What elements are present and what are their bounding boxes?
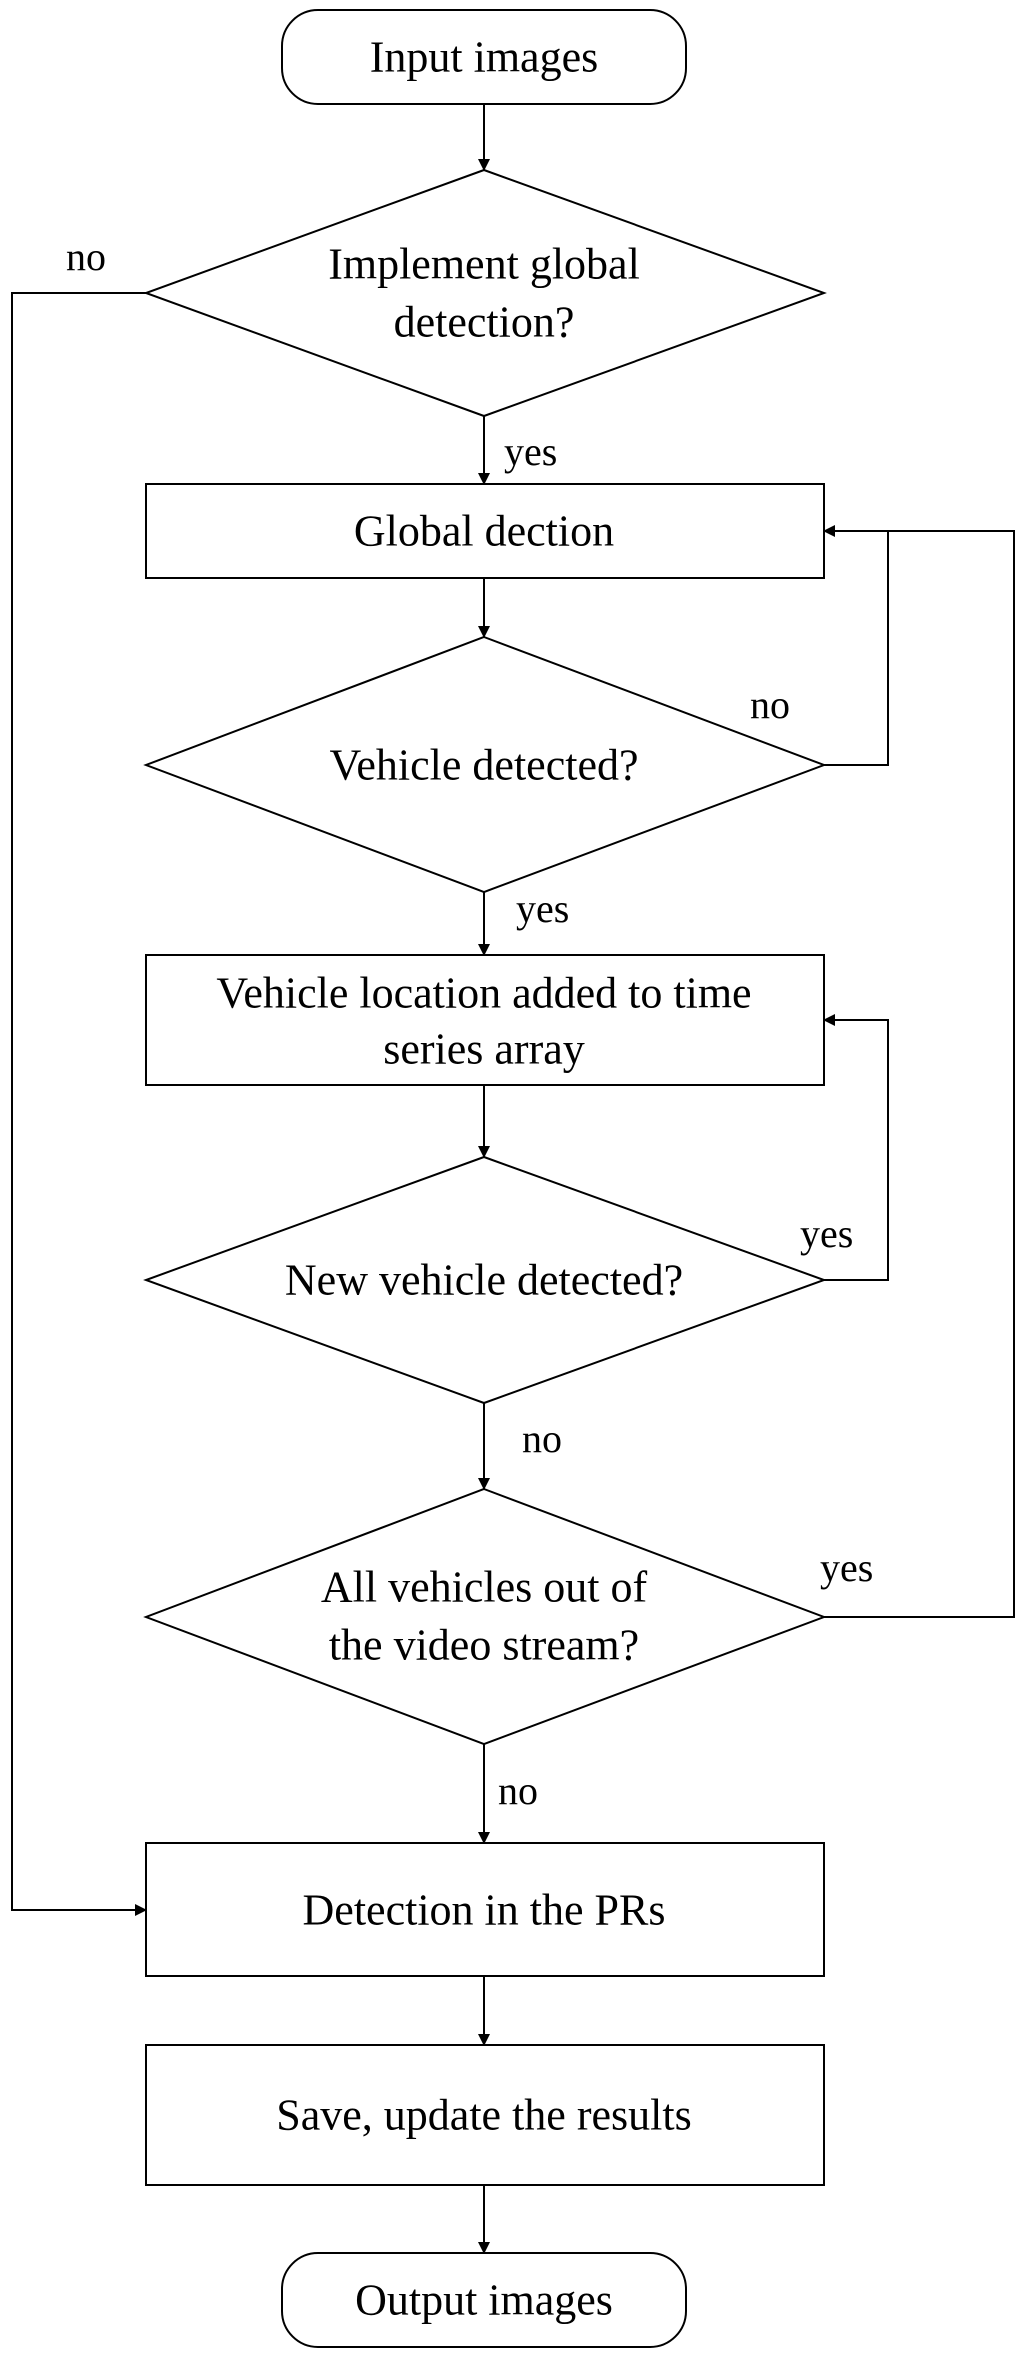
node-all-vehicles-label-line1: All vehicles out of bbox=[321, 1563, 648, 1612]
node-all-vehicles-label-line2: the video stream? bbox=[329, 1621, 639, 1670]
edge-label-global-yes: yes bbox=[504, 429, 557, 474]
node-implement-global-decision: Implement global detection? bbox=[143, 168, 827, 418]
node-output-images: Output images bbox=[281, 2252, 687, 2348]
edge-label-all-vehicles-no: no bbox=[498, 1768, 538, 1813]
node-save-results: Save, update the results bbox=[145, 2044, 825, 2186]
edge-label-new-vehicle-no: no bbox=[522, 1416, 562, 1461]
node-input-images-label: Input images bbox=[370, 33, 599, 82]
node-vehicle-location-label-line1: Vehicle location added to time bbox=[216, 969, 751, 1018]
node-vehicle-location: Vehicle location added to time series ar… bbox=[145, 954, 825, 1086]
edge-global-no bbox=[11, 292, 147, 1916]
edge-vehicle-no bbox=[823, 525, 889, 766]
node-output-images-label: Output images bbox=[355, 2276, 613, 2325]
edge-all-vehicles-yes bbox=[824, 530, 1015, 1618]
node-all-vehicles-out-decision: All vehicles out of the video stream? bbox=[143, 1487, 827, 1746]
edge-label-vehicle-no: no bbox=[750, 682, 790, 727]
edge-label-all-vehicles-yes: yes bbox=[820, 1545, 873, 1590]
edge-label-new-vehicle-yes: yes bbox=[800, 1211, 853, 1256]
edge-label-global-no: no bbox=[66, 234, 106, 279]
node-global-detection-label: Global dection bbox=[354, 507, 614, 556]
node-new-vehicle-decision: New vehicle detected? bbox=[143, 1155, 827, 1405]
node-global-detection: Global dection bbox=[145, 483, 825, 579]
node-save-results-label: Save, update the results bbox=[276, 2091, 691, 2140]
node-implement-global-label-line2: detection? bbox=[394, 298, 575, 347]
edge-label-vehicle-yes: yes bbox=[516, 886, 569, 931]
node-input-images: Input images bbox=[281, 9, 687, 105]
node-vehicle-location-label-line2: series array bbox=[383, 1025, 585, 1074]
node-implement-global-label-line1: Implement global bbox=[328, 240, 640, 289]
node-vehicle-detected-label: Vehicle detected? bbox=[329, 741, 638, 790]
edge-new-vehicle-yes bbox=[823, 1014, 889, 1281]
node-new-vehicle-label: New vehicle detected? bbox=[285, 1256, 683, 1305]
node-vehicle-detected-decision: Vehicle detected? bbox=[143, 635, 827, 894]
node-detection-in-prs-label: Detection in the PRs bbox=[303, 1886, 666, 1935]
node-detection-in-prs: Detection in the PRs bbox=[145, 1842, 825, 1977]
